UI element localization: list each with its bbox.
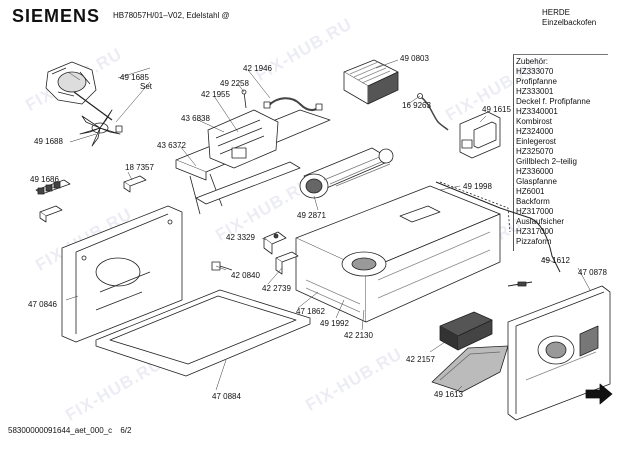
- part-label: 49 1688: [34, 137, 63, 146]
- part-label: 49 1613: [434, 390, 463, 399]
- thermostat-423329: [263, 231, 287, 255]
- part-label: 47 0884: [212, 392, 241, 401]
- leader-lines: [51, 59, 591, 393]
- accessory-line: Zubehör:: [516, 57, 549, 66]
- accessory-line: HZ317000: [516, 207, 554, 216]
- control-module-490803: [343, 59, 399, 105]
- document-code: 58300000091644_aet_000_c: [8, 426, 113, 435]
- accessory-line: Profipfanne: [516, 77, 557, 86]
- door-lock-491615: [459, 111, 501, 159]
- part-label: 42 1955: [201, 90, 230, 99]
- part-label: 47 0846: [28, 300, 57, 309]
- brand-logo: SIEMENS: [12, 6, 101, 26]
- control-box-422157: [439, 311, 493, 351]
- part-label: 42 3329: [226, 233, 255, 242]
- sensor-422739: [275, 251, 299, 275]
- accessory-line: Einlegerost: [516, 137, 557, 146]
- accessory-line: HZ324000: [516, 127, 554, 136]
- part-label: 42 1946: [243, 64, 272, 73]
- accessory-line: HZ3340001: [516, 107, 558, 116]
- accessory-line: HZ317000: [516, 227, 554, 236]
- accessory-line: Grillblech 2–teilig: [516, 157, 577, 166]
- oven-muffle-491998: [295, 181, 511, 323]
- direction-arrow-icon: [585, 383, 613, 405]
- accessory-line: Backform: [516, 197, 550, 206]
- part-label: 49 1685: [120, 73, 149, 82]
- category-line-2: Einzelbackofen: [542, 18, 597, 27]
- heating-element-491612: [435, 181, 561, 287]
- accessory-line: HZ333070: [516, 67, 554, 76]
- screw-492258: [241, 89, 247, 109]
- door-handle-491613: [431, 345, 509, 393]
- part-label-set: Set: [140, 82, 153, 91]
- part-label: 49 1998: [463, 182, 492, 191]
- part-label: 49 2258: [220, 79, 249, 88]
- fan-nut: [115, 125, 123, 133]
- part-label: 49 2871: [297, 211, 326, 220]
- relay-420840: [211, 261, 233, 271]
- part-label: 43 6838: [181, 114, 210, 123]
- accessory-line: HZ336000: [516, 167, 554, 176]
- part-label: 47 0878: [578, 268, 607, 277]
- part-label: 42 0840: [231, 271, 260, 280]
- accessory-line: HZ6001: [516, 187, 545, 196]
- part-label: 18 7357: [125, 163, 154, 172]
- accessories-frame: [513, 54, 608, 251]
- front-panel-470878: [507, 285, 611, 421]
- part-label: 42 2739: [262, 284, 291, 293]
- part-label: 47 1862: [296, 307, 325, 316]
- accessory-line: HZ333001: [516, 87, 554, 96]
- connector-187357: [123, 175, 147, 193]
- accessory-line: Kombirost: [516, 117, 553, 126]
- part-label: 49 1686: [30, 175, 59, 184]
- rear-panel-470846: [61, 205, 183, 343]
- cable-169263: [417, 93, 449, 131]
- accessory-line: Glaspfanne: [516, 177, 557, 186]
- accessory-line: Pizzaform: [516, 237, 552, 246]
- fan-motor-set: [45, 61, 113, 121]
- terminal-strip-491686: [35, 179, 71, 223]
- tangential-fan-492871: [299, 147, 394, 199]
- accessory-line: Auslaufsicher: [516, 217, 565, 226]
- part-label: 42 2157: [406, 355, 435, 364]
- part-label: 49 1615: [482, 105, 511, 114]
- cooling-fan-436838: [207, 109, 279, 169]
- footer: 58300000091644_aet_000_c 6/2: [8, 426, 131, 435]
- wire-harness-421946: [263, 97, 323, 112]
- bottom-tray-470884: [95, 289, 311, 377]
- accessory-line: Deckel f. Profipfanne: [516, 97, 591, 106]
- page-number: 6/2: [120, 426, 132, 435]
- part-label: 42 2130: [344, 331, 373, 340]
- part-label: 49 1612: [541, 256, 570, 265]
- part-label: 16 9263: [402, 101, 431, 110]
- category-label: HERDE Einzelbackofen: [542, 8, 596, 28]
- fan-blade: [79, 109, 121, 147]
- accessory-line: HZ325070: [516, 147, 554, 156]
- category-line-1: HERDE: [542, 8, 571, 17]
- part-label: 49 0803: [400, 54, 429, 63]
- part-label: 49 1992: [320, 319, 349, 328]
- model-number: HB78057H/01–V02, Edelstahl @: [113, 11, 230, 20]
- part-label: 43 6372: [157, 141, 186, 150]
